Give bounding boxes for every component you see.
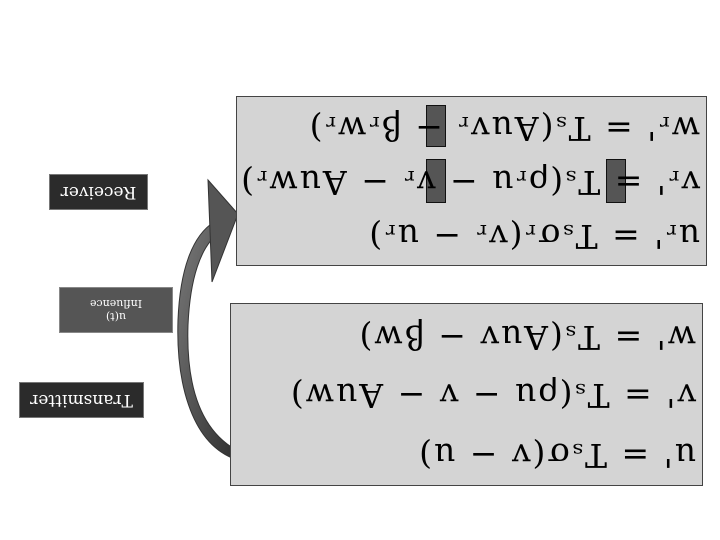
transmitter-equation-v: v' = Tₛ(ρu − v − Auw) <box>288 376 696 416</box>
receiver-label: Receiver <box>49 174 148 210</box>
receiver-equations-box: wᵣ' = Tₛ(Auvᵣ − βᵣwᵣ) vᵣ' = Tₛ(ρᵣu − vᵣ … <box>236 96 707 266</box>
influence-label-line1: u(t) <box>105 310 127 323</box>
receiver-equation-u: uᵣ' = Tₛσᵣ(vᵣ − uᵣ) <box>367 217 700 257</box>
transmitter-equation-u: u' = Tₛσ(v − u) <box>417 436 696 476</box>
transmitter-equation-w: w' = Tₛ(Auv − βw) <box>357 318 696 358</box>
transmitter-equations-box: w' = Tₛ(Auv − βw) v' = Tₛ(ρu − v − Auw) … <box>230 303 703 486</box>
arrow-head <box>207 178 239 283</box>
influence-label: u(t) Influence <box>59 287 173 333</box>
receiver-equation-w: wᵣ' = Tₛ(Auvᵣ − βᵣwᵣ) <box>307 109 700 149</box>
receiver-equation-v: vᵣ' = Tₛ(ρᵣu − vᵣ − Auwᵣ) <box>239 163 700 203</box>
highlight-u-mid-left <box>426 159 446 203</box>
influence-label-line2: Influence <box>89 297 143 310</box>
highlight-u-top <box>426 105 446 147</box>
transmitter-label: Transmitter <box>19 382 144 418</box>
highlight-u-mid-right <box>606 159 626 203</box>
